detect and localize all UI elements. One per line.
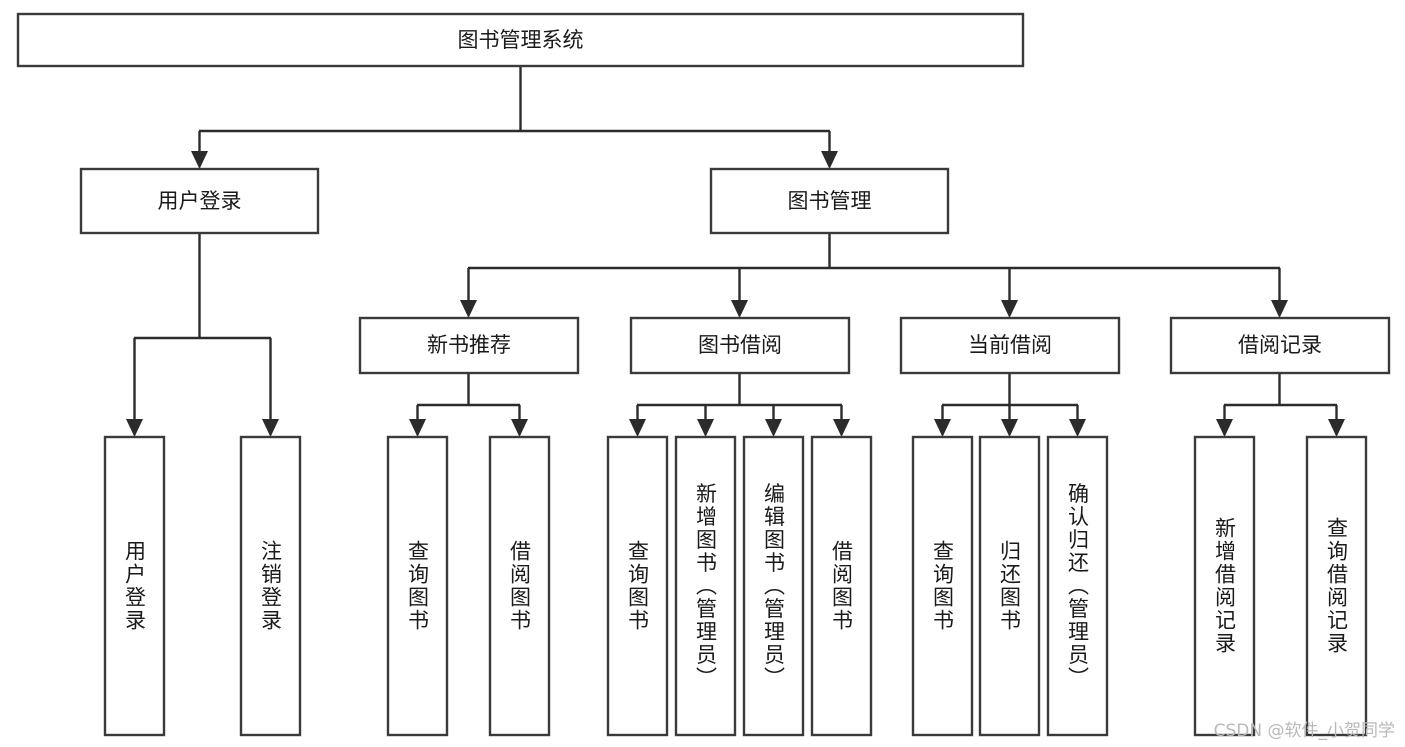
arrow-to-leaf-query-book-1	[409, 419, 426, 437]
node-book-management-label: 图书管理	[788, 189, 872, 213]
node-book-management-box[interactable]	[709, 167, 950, 235]
node-root-label: 图书管理系统	[458, 28, 584, 52]
node-leaf-borrow-book-1-label: 借阅图书	[508, 540, 532, 632]
node-leaf-return-book-label: 归还图书	[998, 540, 1022, 632]
arrow-to-book-management	[821, 151, 838, 169]
node-leaf-return-book-box[interactable]	[978, 435, 1041, 737]
node-leaf-borrow-book-2-label: 借阅图书	[830, 540, 854, 632]
node-leaf-borrow-book-1-box[interactable]	[488, 435, 551, 737]
arrow-to-leaf-borrow-book-1	[511, 419, 528, 437]
node-leaf-query-book-3-label: 查询图书	[931, 540, 955, 632]
node-leaf-confirm-return-admin-box[interactable]	[1046, 435, 1109, 737]
node-leaf-edit-book-admin-box[interactable]	[742, 435, 805, 737]
node-new-book-recommend[interactable]: 新书推荐	[358, 316, 580, 375]
node-book-borrow[interactable]: 图书借阅	[629, 316, 851, 375]
node-leaf-logout-login-box[interactable]	[239, 435, 302, 737]
node-leaf-query-borrow-record-box[interactable]	[1305, 435, 1368, 737]
arrow-to-leaf-borrow-book-2	[833, 419, 850, 437]
node-book-borrow-label: 图书借阅	[698, 333, 782, 357]
node-leaf-query-borrow-record-label: 查询借阅记录	[1325, 517, 1349, 655]
node-leaf-add-borrow-record-box[interactable]	[1193, 435, 1256, 737]
node-leaf-confirm-return-admin-label: 确认归还（管理员）	[1066, 483, 1090, 690]
node-borrow-record-label: 借阅记录	[1238, 333, 1322, 357]
node-leaf-query-book-2[interactable]: 查询图书	[606, 435, 669, 737]
arrow-to-leaf-edit-book-admin	[765, 419, 782, 437]
arrow-to-leaf-query-book-3	[934, 419, 951, 437]
node-book-borrow-box[interactable]	[629, 316, 851, 375]
node-leaf-add-borrow-record[interactable]: 新增借阅记录	[1193, 435, 1256, 737]
arrow-to-borrow-record	[1271, 300, 1288, 318]
node-book-management[interactable]: 图书管理	[709, 167, 950, 235]
node-leaf-add-borrow-record-label: 新增借阅记录	[1213, 517, 1237, 655]
node-leaf-logout-login[interactable]: 注销登录	[239, 435, 302, 737]
node-leaf-logout-login-label: 注销登录	[259, 540, 283, 632]
arrow-to-leaf-logout-login	[262, 419, 279, 437]
node-leaf-query-book-1-box[interactable]	[386, 435, 449, 737]
node-leaf-user-login-label: 用户登录	[123, 540, 147, 632]
arrow-to-leaf-add-book-admin	[697, 419, 714, 437]
arrow-to-book-borrow	[731, 300, 748, 318]
node-borrow-record-box[interactable]	[1169, 316, 1391, 375]
node-leaf-borrow-book-2-box[interactable]	[810, 435, 873, 737]
node-new-book-recommend-box[interactable]	[358, 316, 580, 375]
csdn-watermark: CSDN @软件_小贺同学	[1213, 721, 1395, 741]
node-user-login-label: 用户登录	[158, 189, 242, 213]
node-user-login[interactable]: 用户登录	[79, 167, 320, 235]
arrow-to-user-login	[191, 151, 208, 169]
node-leaf-add-book-admin-box[interactable]	[674, 435, 737, 737]
node-user-login-box[interactable]	[79, 167, 320, 235]
arrow-to-leaf-return-book	[1001, 419, 1018, 437]
node-new-book-recommend-label: 新书推荐	[427, 333, 511, 357]
connector-layer	[126, 66, 1345, 437]
node-root[interactable]: 图书管理系统	[16, 12, 1025, 68]
arrow-to-leaf-add-borrow-record	[1216, 419, 1233, 437]
node-leaf-query-book-2-label: 查询图书	[626, 540, 650, 632]
node-borrow-record[interactable]: 借阅记录	[1169, 316, 1391, 375]
node-current-borrow[interactable]: 当前借阅	[899, 316, 1121, 375]
node-leaf-confirm-return-admin[interactable]: 确认归还（管理员）	[1046, 435, 1109, 737]
node-leaf-query-book-3[interactable]: 查询图书	[911, 435, 974, 737]
node-leaf-add-book-admin[interactable]: 新增图书（管理员）	[674, 435, 737, 737]
node-leaf-edit-book-admin-label: 编辑图书（管理员）	[762, 483, 786, 690]
node-leaf-query-borrow-record[interactable]: 查询借阅记录	[1305, 435, 1368, 737]
arrow-to-current-borrow	[1001, 300, 1018, 318]
arrow-to-leaf-confirm-return-admin	[1069, 419, 1086, 437]
node-root-box[interactable]	[16, 12, 1025, 68]
arrow-to-leaf-user-login	[126, 419, 143, 437]
arrow-to-leaf-query-book-2	[629, 419, 646, 437]
node-leaf-add-book-admin-label: 新增图书（管理员）	[694, 483, 718, 690]
node-leaf-return-book[interactable]: 归还图书	[978, 435, 1041, 737]
node-leaf-query-book-2-box[interactable]	[606, 435, 669, 737]
node-current-borrow-label: 当前借阅	[968, 333, 1052, 357]
node-leaf-edit-book-admin[interactable]: 编辑图书（管理员）	[742, 435, 805, 737]
node-leaf-user-login-box[interactable]	[103, 435, 166, 737]
node-leaf-query-book-3-box[interactable]	[911, 435, 974, 737]
node-leaf-borrow-book-2[interactable]: 借阅图书	[810, 435, 873, 737]
node-leaf-query-book-1[interactable]: 查询图书	[386, 435, 449, 737]
node-leaf-user-login[interactable]: 用户登录	[103, 435, 166, 737]
arrow-to-leaf-query-borrow-record	[1328, 419, 1345, 437]
node-leaf-query-book-1-label: 查询图书	[406, 540, 430, 632]
arrow-to-new-book-recommend	[460, 300, 477, 318]
node-current-borrow-box[interactable]	[899, 316, 1121, 375]
node-leaf-borrow-book-1[interactable]: 借阅图书	[488, 435, 551, 737]
